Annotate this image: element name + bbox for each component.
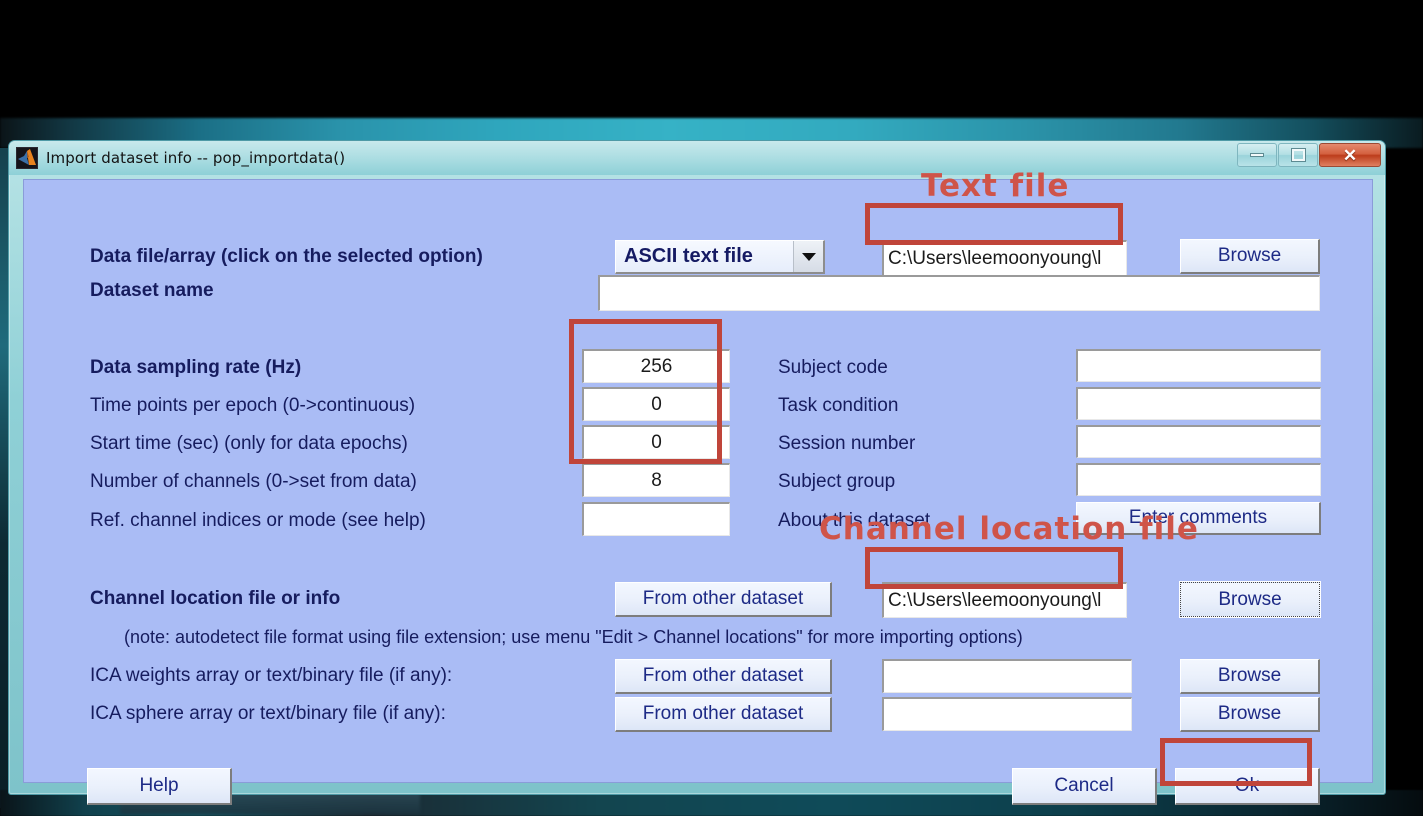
ok-button[interactable]: Ok [1175, 768, 1320, 805]
data-file-path-value: C:\Users\leemoonyoung\l [888, 247, 1102, 269]
browse-ica-weights-button[interactable]: Browse [1180, 659, 1320, 694]
subject-group-input[interactable] [1076, 463, 1321, 496]
enter-comments-button[interactable]: Enter comments [1076, 502, 1321, 535]
channel-location-path-value: C:\Users\leemoonyoung\l [888, 589, 1102, 611]
browse-label-2: Browse [1218, 588, 1282, 610]
sampling-rate-label: Data sampling rate (Hz) [90, 357, 302, 378]
from-other-dataset-label-2: From other dataset [642, 665, 804, 686]
matlab-icon [16, 147, 38, 169]
dataset-name-input[interactable] [598, 275, 1320, 311]
close-icon[interactable]: ✕ [1319, 143, 1381, 167]
number-of-channels-value: 8 [651, 469, 662, 491]
browse-label: Browse [1217, 245, 1282, 266]
browse-label-3: Browse [1217, 665, 1282, 686]
import-dataset-dialog: Import dataset info -- pop_importdata() … [8, 140, 1386, 805]
channel-location-label: Channel location file or info [90, 588, 341, 609]
about-dataset-label: About this dataset [778, 510, 931, 531]
channel-location-path-input[interactable]: C:\Users\leemoonyoung\l [882, 582, 1127, 618]
sampling-rate-value: 256 [640, 355, 673, 377]
annotation-channel-location-label: Channel location file [819, 511, 1199, 547]
start-time-value: 0 [651, 431, 662, 453]
data-file-label: Data file/array (click on the selected o… [90, 246, 483, 267]
time-points-value: 0 [651, 393, 662, 415]
browse-data-file-button[interactable]: Browse [1180, 239, 1320, 274]
browse-ica-sphere-button[interactable]: Browse [1180, 697, 1320, 732]
data-file-type-select[interactable]: ASCII text file [615, 240, 825, 274]
help-label: Help [139, 775, 179, 796]
cancel-button[interactable]: Cancel [1012, 768, 1157, 805]
session-number-input[interactable] [1076, 425, 1321, 458]
cancel-label: Cancel [1054, 775, 1114, 796]
subject-code-label: Subject code [778, 357, 888, 378]
dialog-client-area: Data file/array (click on the selected o… [23, 179, 1373, 805]
ica-sphere-input[interactable] [882, 697, 1132, 731]
sampling-rate-input[interactable]: 256 [582, 349, 730, 383]
ica-weights-from-other-dataset-button[interactable]: From other dataset [615, 659, 832, 694]
browse-label-4: Browse [1217, 703, 1282, 724]
title-bar[interactable]: Import dataset info -- pop_importdata() … [9, 141, 1385, 175]
ica-weights-label: ICA weights array or text/binary file (i… [90, 665, 453, 686]
start-time-input[interactable]: 0 [582, 425, 730, 459]
from-other-dataset-label-3: From other dataset [642, 703, 804, 724]
from-other-dataset-label: From other dataset [642, 588, 804, 609]
time-points-input[interactable]: 0 [582, 387, 730, 421]
task-condition-label: Task condition [778, 395, 899, 416]
time-points-label: Time points per epoch (0->continuous) [90, 395, 416, 416]
ica-sphere-from-other-dataset-button[interactable]: From other dataset [615, 697, 832, 732]
chevron-down-icon[interactable] [793, 241, 823, 272]
ref-channel-label: Ref. channel indices or mode (see help) [90, 510, 426, 531]
ok-label: Ok [1234, 775, 1260, 796]
maximize-icon[interactable] [1278, 143, 1318, 167]
task-condition-input[interactable] [1076, 387, 1321, 420]
window-title: Import dataset info -- pop_importdata() [46, 149, 346, 167]
browse-channel-location-button[interactable]: Browse [1179, 581, 1321, 618]
annotation-text-file-label: Text file [921, 168, 1070, 204]
number-of-channels-label: Number of channels (0->set from data) [90, 471, 417, 492]
enter-comments-label: Enter comments [1128, 507, 1268, 528]
ica-sphere-label: ICA sphere array or text/binary file (if… [90, 703, 446, 724]
black-margin-top [0, 0, 1423, 122]
data-file-type-value: ASCII text file [624, 245, 753, 267]
dataset-name-label: Dataset name [90, 280, 214, 301]
subject-code-input[interactable] [1076, 349, 1321, 382]
subject-group-label: Subject group [778, 471, 896, 492]
window-controls: ✕ [1236, 143, 1381, 169]
ica-weights-input[interactable] [882, 659, 1132, 693]
minimize-icon[interactable] [1237, 143, 1277, 167]
session-number-label: Session number [778, 433, 916, 454]
help-button[interactable]: Help [87, 768, 232, 805]
number-of-channels-input[interactable]: 8 [582, 463, 730, 497]
start-time-label: Start time (sec) (only for data epochs) [90, 433, 408, 454]
channel-from-other-dataset-button[interactable]: From other dataset [615, 582, 832, 617]
channel-location-note: (note: autodetect file format using file… [124, 627, 1023, 647]
ref-channel-input[interactable] [582, 502, 730, 536]
data-file-path-input[interactable]: C:\Users\leemoonyoung\l [882, 240, 1127, 276]
